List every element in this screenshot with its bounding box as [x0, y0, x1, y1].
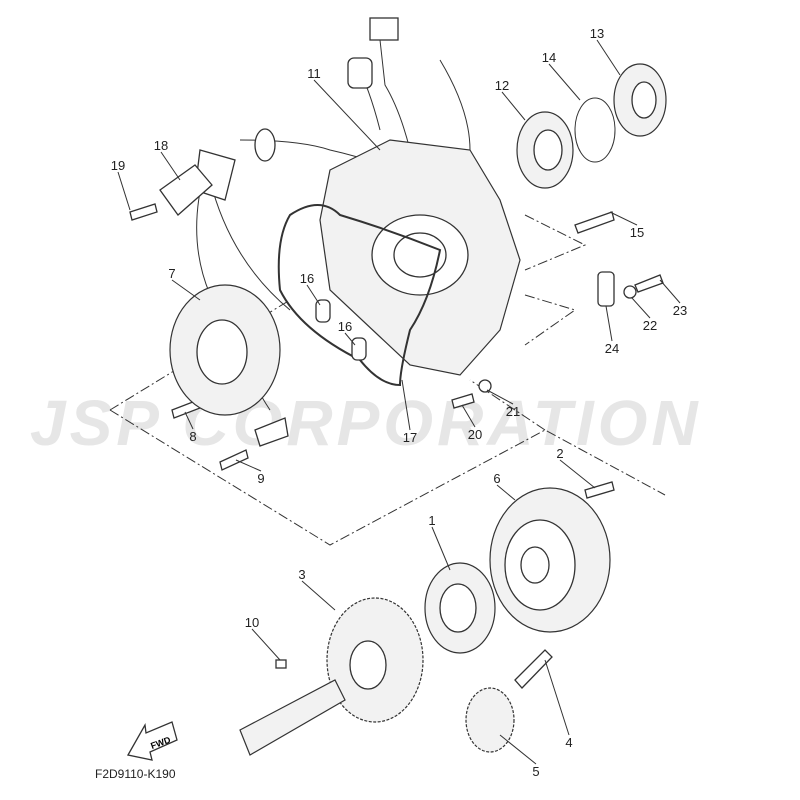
- oil-seal-bore: [631, 81, 657, 119]
- idle-gear: [465, 687, 515, 753]
- callout-17[interactable]: 17: [403, 430, 417, 445]
- clutch-bore: [439, 583, 477, 633]
- connector-plug: [369, 17, 399, 41]
- cover-inner-bore: [393, 232, 447, 278]
- rotor-hub: [520, 546, 550, 584]
- callout-20[interactable]: 20: [468, 427, 482, 442]
- callout-8[interactable]: 8: [189, 429, 196, 444]
- callout-6[interactable]: 6: [493, 471, 500, 486]
- callout-11[interactable]: 11: [307, 66, 321, 81]
- fwd-arrow-icon: FWD: [126, 721, 178, 761]
- callout-3[interactable]: 3: [298, 567, 305, 582]
- crankshaft: [239, 679, 346, 756]
- screw-23: [634, 274, 664, 293]
- screw-19: [129, 203, 158, 221]
- callout-10[interactable]: 10: [245, 615, 259, 630]
- callout-22[interactable]: 22: [643, 318, 657, 333]
- stator-bore: [196, 319, 248, 385]
- reference-line: [109, 214, 666, 546]
- callout-4[interactable]: 4: [565, 735, 572, 750]
- sensor-plug: [347, 57, 373, 89]
- dowel-pin: [351, 337, 367, 361]
- idle-gear-shaft: [514, 649, 553, 689]
- callout-16[interactable]: 16: [300, 271, 314, 286]
- callout-21[interactable]: 21: [506, 404, 520, 419]
- bolt-2: [584, 481, 615, 499]
- callout-23[interactable]: 23: [673, 303, 687, 318]
- bracket-18: [159, 164, 213, 216]
- callout-5[interactable]: 5: [532, 764, 539, 779]
- gear-hub: [349, 640, 387, 690]
- gasket: [277, 204, 442, 387]
- bolt-15: [574, 211, 615, 234]
- callout-24[interactable]: 24: [605, 341, 619, 356]
- callout-7[interactable]: 7: [168, 266, 175, 281]
- callout-15[interactable]: 15: [630, 225, 644, 240]
- callout-14[interactable]: 14: [542, 50, 556, 65]
- woodruff-key: [275, 659, 287, 669]
- washer-21: [478, 379, 492, 393]
- pickup-coil: [254, 417, 289, 447]
- dowel-pin: [315, 299, 331, 323]
- grommet: [254, 128, 276, 162]
- leader-lines: [117, 39, 681, 765]
- screw-20: [451, 393, 475, 409]
- callout-13[interactable]: 13: [590, 26, 604, 41]
- circlip: [574, 97, 616, 163]
- callout-2[interactable]: 2: [556, 446, 563, 461]
- callout-18[interactable]: 18: [154, 138, 168, 153]
- watermark: JSP CORPORATION: [30, 387, 702, 459]
- callout-19[interactable]: 19: [111, 158, 125, 173]
- bearing-bore: [533, 129, 563, 171]
- washer-22: [623, 285, 637, 299]
- sensor-24: [597, 271, 615, 307]
- callout-9[interactable]: 9: [257, 471, 264, 486]
- callout-12[interactable]: 12: [495, 78, 509, 93]
- bolt-9: [219, 449, 249, 471]
- callout-16[interactable]: 16: [338, 319, 352, 334]
- callout-1[interactable]: 1: [428, 513, 435, 528]
- diagram-code: F2D9110-K190: [95, 767, 176, 781]
